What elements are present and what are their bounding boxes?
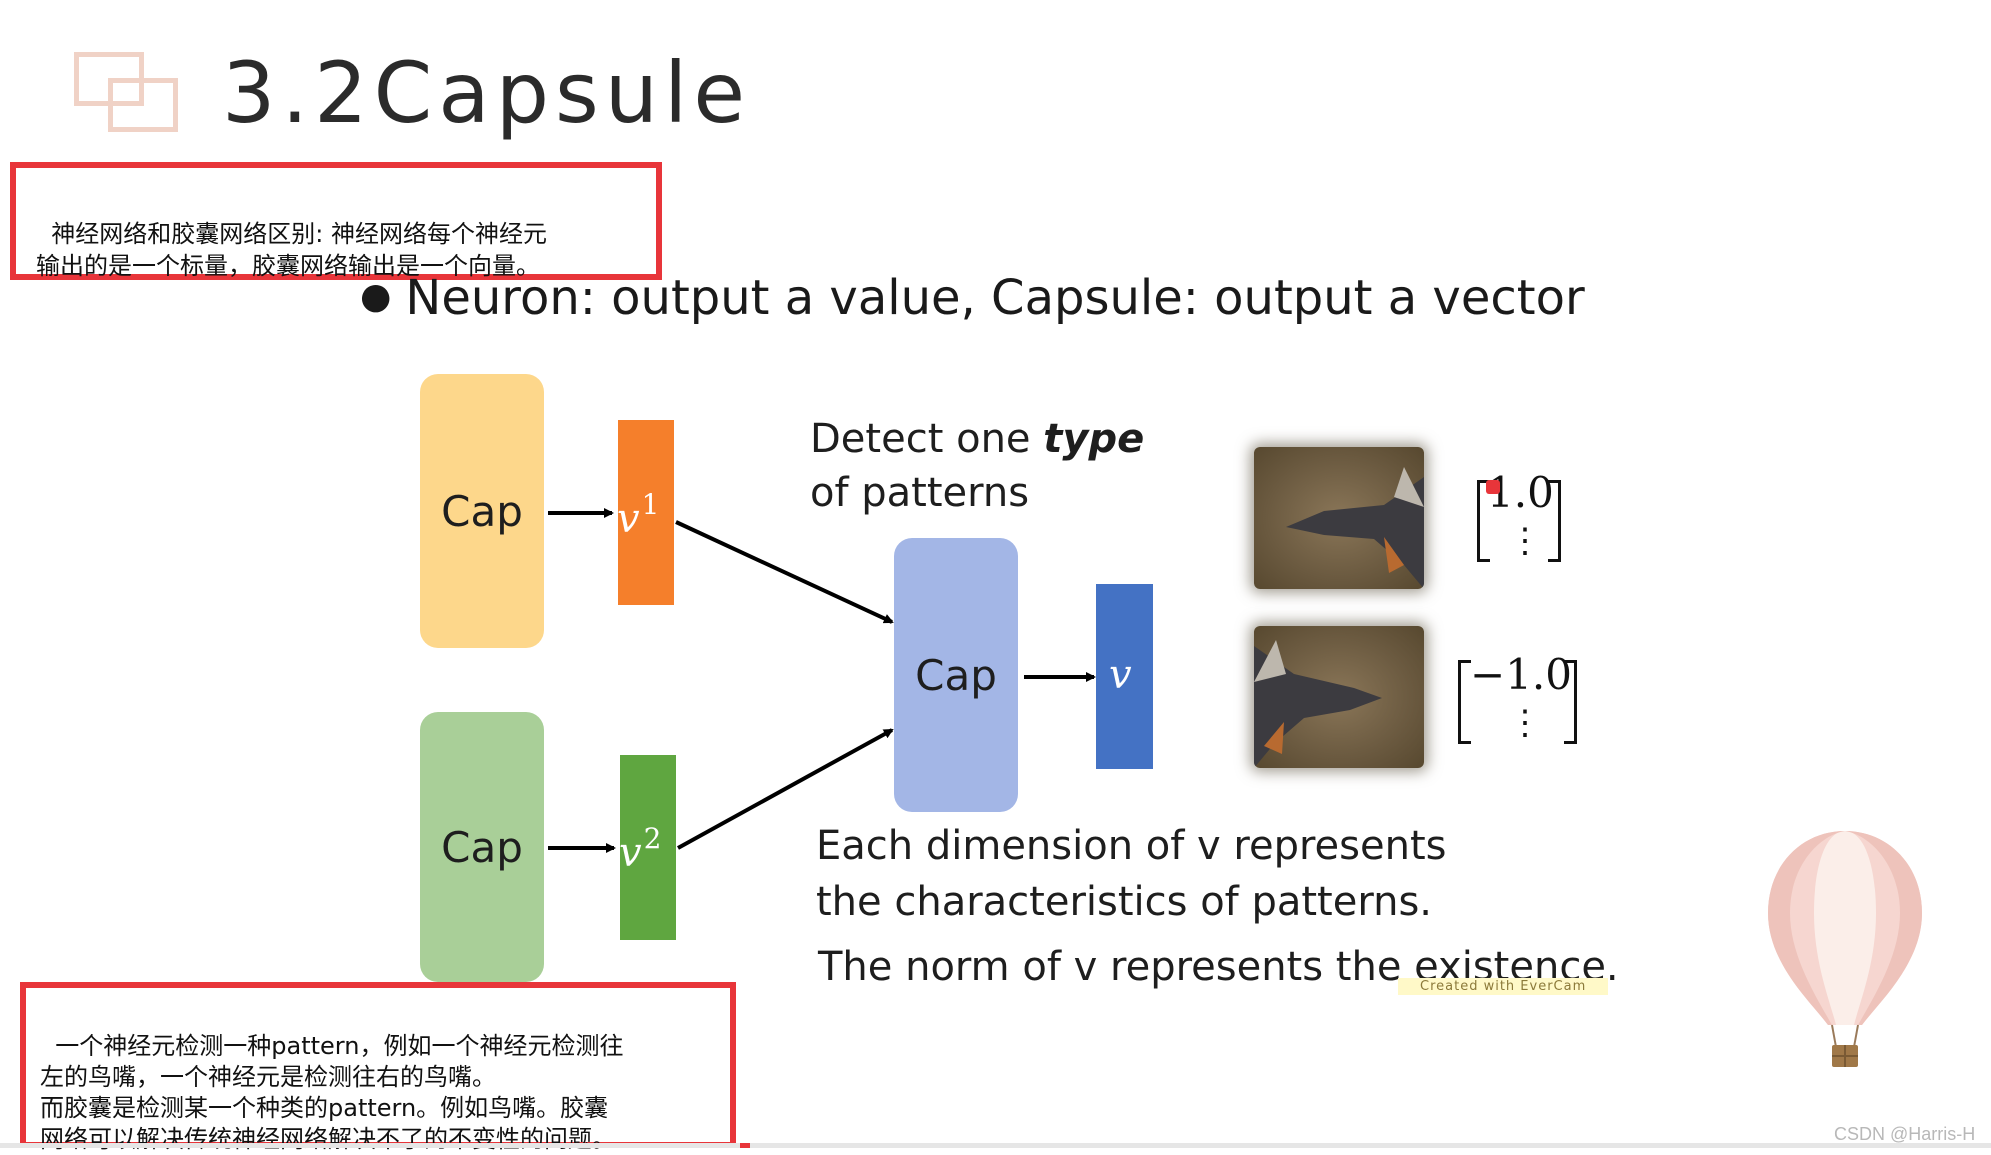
note-top-text: 神经网络和胶囊网络区别: 神经网络每个神经元 输出的是一个标量，胶囊网络输出是一… (36, 220, 547, 280)
arrow-v1-to-capout (675, 520, 894, 624)
capsule-1-label: Cap (441, 486, 523, 536)
detect-bold: type (1043, 416, 1145, 462)
bird-beak-right-drawing (1254, 640, 1382, 768)
note-bottom: 一个神经元检测一种pattern，例如一个神经元检测往 左的鸟嘴，一个神经元是检… (20, 982, 736, 1153)
capsule-output: Cap (894, 538, 1018, 812)
arrow-v2-to-capout (677, 728, 894, 850)
vector-v2-superscript: 2 (643, 822, 662, 855)
vector-v-output (1096, 584, 1153, 769)
vector-1-left-bracket (1477, 480, 1490, 562)
bird-beak-left-drawing (1286, 467, 1424, 589)
vector-2-value: −1.0 (1470, 650, 1572, 699)
capsule-output-label: Cap (915, 650, 997, 700)
vector-v-output-label: v (1109, 652, 1132, 698)
vector-v1 (618, 420, 674, 605)
vector-2-right-bracket (1564, 660, 1577, 744)
note-bottom-text: 一个神经元检测一种pattern，例如一个神经元检测往 左的鸟嘴，一个神经元是检… (40, 1032, 624, 1153)
bullet-point: ● Neuron: output a value, Capsule: output… (360, 270, 1585, 326)
bottom-divider (0, 1143, 1991, 1148)
hot-air-balloon-icon (1768, 831, 1922, 1067)
vector-v-output-symbol: v (1109, 652, 1132, 698)
csdn-credit: CSDN @Harris-H (1834, 1124, 1976, 1144)
bird-beak-left-image (1254, 447, 1424, 589)
capsule-2-label: Cap (441, 822, 523, 872)
bullet-text: Neuron: output a value, Capsule: output … (405, 270, 1585, 326)
slide-title: 3.2Capsule (222, 44, 752, 142)
detect-plain: Detect one (810, 416, 1044, 462)
evercam-watermark: Created with EverCam (1398, 978, 1609, 995)
capsule-1: Cap (420, 374, 544, 648)
vector-2-left-bracket (1458, 660, 1471, 744)
note-top: 神经网络和胶囊网络区别: 神经网络每个神经元 输出的是一个标量，胶囊网络输出是一… (10, 162, 662, 280)
bird-beak-right-image (1254, 626, 1424, 768)
bullet-dot-icon: ● (360, 276, 392, 317)
each-dimension-line-1: Each dimension of v represents (816, 823, 1447, 869)
each-dimension-text: Each dimension of v represents the chara… (816, 818, 1447, 930)
capsule-2: Cap (420, 712, 544, 982)
detect-line-2: of patterns (810, 470, 1030, 516)
each-dimension-line-2: the characteristics of patterns. (816, 879, 1432, 925)
detect-pattern-text: Detect one type of patterns (810, 412, 1144, 520)
bottom-progress-mark (740, 1143, 750, 1148)
vector-v1-symbol: v (617, 496, 640, 542)
vector-v2 (620, 755, 676, 940)
vector-v1-superscript: 1 (641, 488, 660, 521)
vector-v2-symbol: v (619, 830, 642, 876)
detect-line-1: Detect one type (810, 412, 1144, 466)
vector-2-dots: ⋮ (1508, 703, 1542, 743)
vector-1-dots: ⋮ (1508, 521, 1542, 561)
vector-1-right-bracket (1548, 480, 1561, 562)
vector-v2-label: v2 (619, 822, 661, 876)
logo-squares-icon (74, 52, 186, 134)
vector-v1-label: v1 (617, 488, 659, 542)
cursor-dot-icon (1486, 480, 1500, 494)
